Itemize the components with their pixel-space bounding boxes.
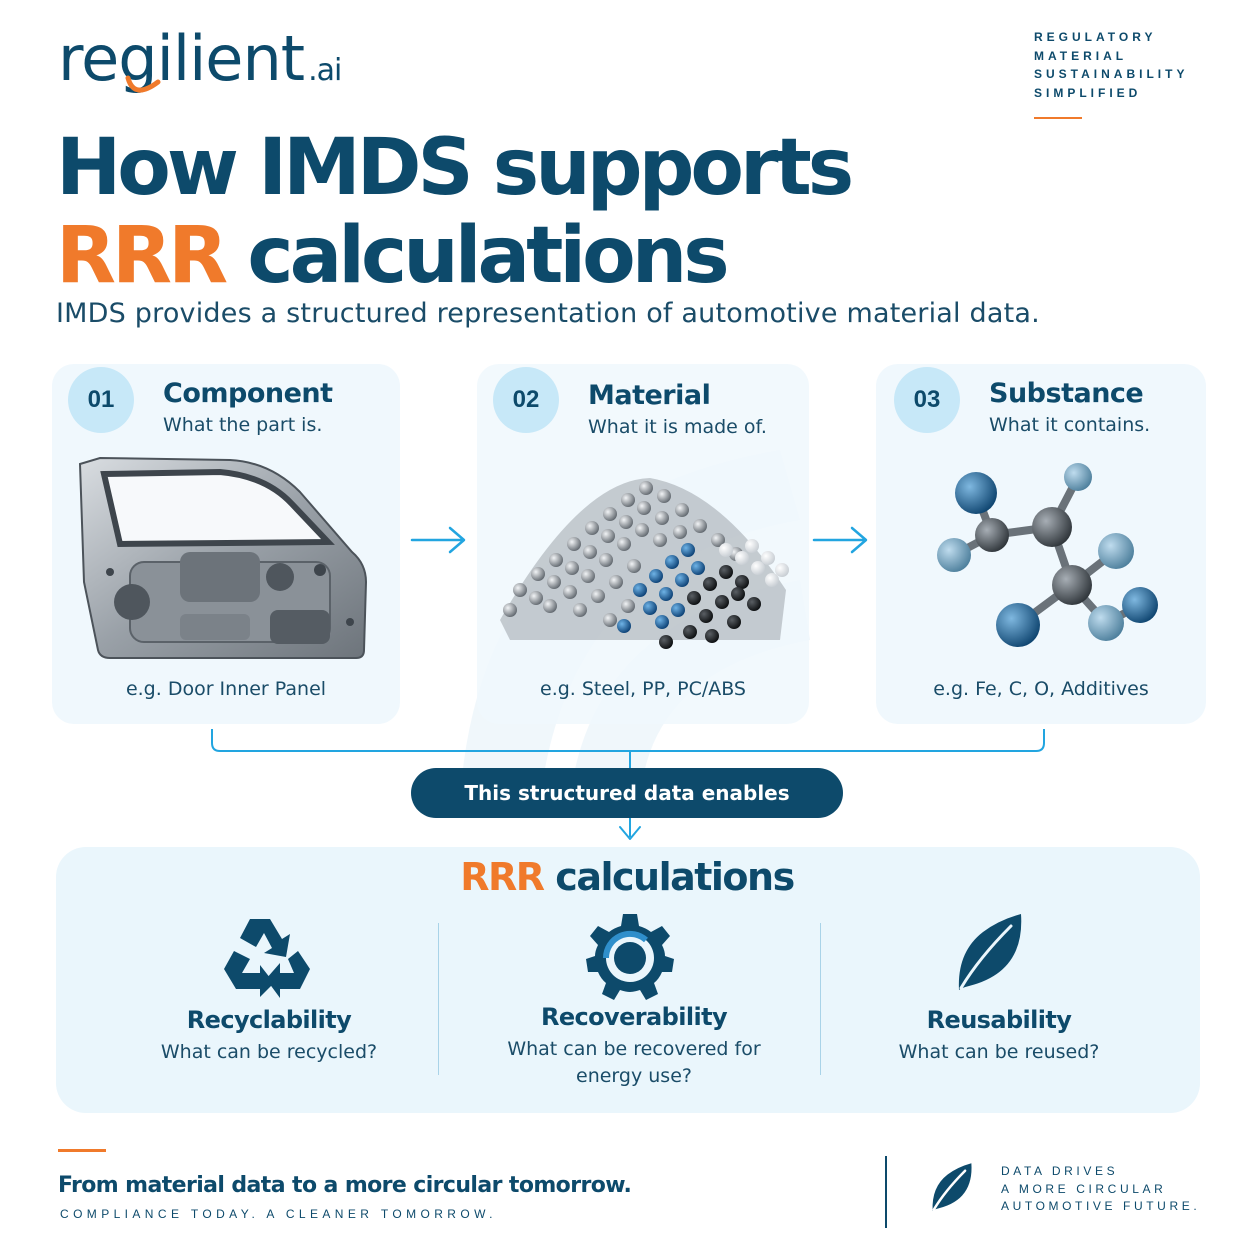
feature-title-reusability: Reusability xyxy=(926,1006,1072,1034)
footer-statement-line: DATA DRIVES xyxy=(1001,1164,1119,1178)
bracket-connector xyxy=(211,729,1045,840)
rrr-title-accent: RRR xyxy=(460,855,545,899)
feature-title-recyclability: Recyclability xyxy=(186,1006,352,1034)
title-accent: RRR xyxy=(56,211,228,301)
feature-desc-reusability: What can be reused? xyxy=(898,1041,1100,1063)
card-desc-substance: What it contains. xyxy=(989,414,1151,436)
card-desc-material: What it is made of. xyxy=(588,416,767,438)
car-door-icon xyxy=(78,456,368,659)
card-example-substance: e.g. Fe, C, O, Additives xyxy=(933,678,1149,700)
card-title-component: Component xyxy=(163,378,333,409)
card-example-component: e.g. Door Inner Panel xyxy=(125,678,327,700)
molecule-icon xyxy=(937,463,1158,647)
footer-statement-line: AUTOMOTIVE FUTURE. xyxy=(1001,1199,1201,1213)
card-title-substance: Substance xyxy=(989,378,1144,409)
footer-divider xyxy=(885,1156,887,1228)
card-example-material: e.g. Steel, PP, PC/ABS xyxy=(540,678,746,700)
panel-divider xyxy=(820,923,821,1075)
footer-statement-line: A MORE CIRCULAR xyxy=(1001,1181,1167,1196)
arrow-right-icon xyxy=(410,526,466,554)
card-desc-component: What the part is. xyxy=(163,414,323,436)
title-line-2: RRR calculations xyxy=(56,212,850,300)
step-number-badge: 02 xyxy=(493,367,559,433)
tagline-line: SUSTAINABILITY xyxy=(1034,67,1189,81)
feature-title-recoverability: Recoverability xyxy=(540,1003,728,1031)
enables-pill: This structured data enables xyxy=(411,768,843,818)
feature-desc-recoverability: What can be recovered for energy use? xyxy=(507,1038,761,1087)
title-rest: calculations xyxy=(247,211,729,301)
card-title-material: Material xyxy=(588,380,711,411)
logo-swoosh-icon xyxy=(125,75,161,93)
brand-logo: regilient.ai xyxy=(58,28,342,90)
leaf-icon xyxy=(932,1163,972,1211)
tagline-line: SIMPLIFIED xyxy=(1034,85,1142,100)
logo-suffix: .ai xyxy=(308,53,342,88)
step-number-badge: 01 xyxy=(68,367,134,433)
recycle-icon xyxy=(224,919,310,998)
pellets-icon xyxy=(500,478,789,649)
gear-icon xyxy=(586,914,674,1000)
page-title: How IMDS supports RRR calculations xyxy=(56,123,854,300)
leaf-icon xyxy=(958,914,1022,990)
feature-desc-recyclability: What can be recycled? xyxy=(160,1041,378,1063)
brand-tagline: REGULATORY MATERIAL SUSTAINABILITY SIMPL… xyxy=(1034,28,1188,102)
rrr-title-rest: calculations xyxy=(555,855,795,899)
footer-subline: COMPLIANCE TODAY. A CLEANER TOMORROW. xyxy=(60,1207,497,1221)
panel-divider xyxy=(438,923,439,1075)
footer-statement: DATA DRIVES A MORE CIRCULAR AUTOMOTIVE F… xyxy=(1001,1163,1200,1216)
arrow-right-icon xyxy=(812,526,868,554)
page-subtitle: IMDS provides a structured representatio… xyxy=(56,298,1040,329)
tagline-divider xyxy=(1034,117,1082,119)
rrr-title: RRR calculations xyxy=(0,855,1254,899)
tagline-line: REGULATORY xyxy=(1034,30,1157,44)
title-line-1: How IMDS supports xyxy=(56,123,854,213)
footer-accent-rule xyxy=(58,1149,106,1152)
step-number-badge: 03 xyxy=(894,367,960,433)
logo-wordmark: regilient xyxy=(58,22,305,95)
tagline-line: MATERIAL xyxy=(1034,48,1128,63)
footer-headline: From material data to a more circular to… xyxy=(58,1173,632,1198)
